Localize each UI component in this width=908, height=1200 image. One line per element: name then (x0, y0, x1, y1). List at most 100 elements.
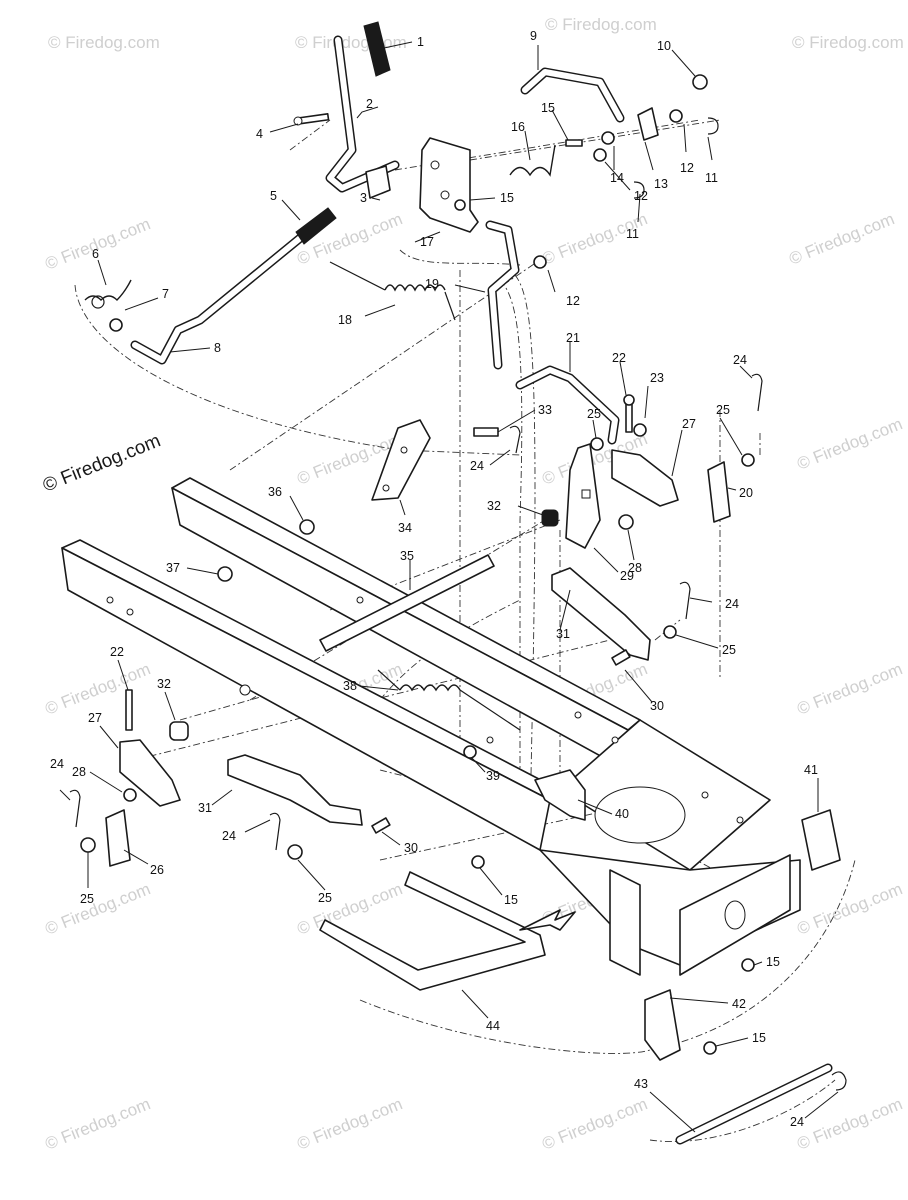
watermark: © Firedog.com (294, 1094, 405, 1153)
bracket-27b (119, 739, 181, 807)
washer-12b (593, 148, 607, 162)
hairpin-24f (831, 1071, 847, 1091)
watermark: © Firedog.com (294, 209, 405, 268)
watermark: © Firedog.com (794, 659, 905, 718)
callout: 27 (88, 711, 102, 725)
washer-12c (533, 255, 547, 269)
watermark: © Firedog.com (794, 879, 905, 938)
arm-31b (227, 754, 363, 826)
callout: 29 (620, 569, 634, 583)
callout: 12 (634, 189, 648, 203)
callout: 38 (343, 679, 357, 693)
washer-36 (299, 519, 315, 535)
hairpin-24b (509, 425, 521, 454)
callout: 11 (626, 227, 639, 241)
bolt-15 (565, 139, 583, 147)
callout: 7 (162, 287, 169, 301)
callout: 13 (654, 177, 668, 191)
watermark: © Firedog.com (295, 33, 407, 52)
callout: 28 (628, 561, 642, 575)
bracket-17 (419, 137, 479, 233)
callout: 21 (566, 331, 580, 345)
callout: 40 (615, 807, 629, 821)
watermark: © Firedog.com (42, 659, 153, 718)
cross-shaft-35 (319, 554, 495, 652)
watermark: © Firedog.com (48, 33, 160, 52)
callout: 25 (716, 403, 730, 417)
callout: 20 (739, 486, 753, 500)
spring-16 (509, 144, 556, 177)
callout: 15 (752, 1031, 766, 1045)
callout: 8 (214, 341, 221, 355)
spring-6 (84, 279, 132, 309)
nut-10 (692, 74, 708, 90)
callout: 12 (566, 294, 580, 308)
callout: 30 (404, 841, 418, 855)
watermark: © Firedog.com (539, 1094, 650, 1153)
callout: 15 (504, 893, 518, 907)
hairpin-24 (751, 373, 763, 412)
watermark: © Firedog.com (42, 1094, 153, 1153)
rod-19 (485, 220, 520, 370)
washer-25b (741, 453, 755, 467)
bracket-42 (644, 989, 681, 1061)
callout: 23 (650, 371, 664, 385)
callout: 2 (366, 97, 373, 111)
callout: 32 (157, 677, 171, 691)
callout: 3 (360, 191, 367, 205)
callout: 27 (682, 417, 696, 431)
callout: 37 (166, 561, 180, 575)
bracket-29 (565, 443, 601, 549)
plate-13 (637, 107, 659, 141)
callout: 28 (72, 765, 86, 779)
callout: 32 (487, 499, 501, 513)
plate-20 (707, 461, 731, 523)
callout-labels: 1 2 3 4 5 6 7 8 9 10 11 12 12 12 13 14 1… (50, 29, 818, 1129)
callout: 15 (766, 955, 780, 969)
callout: 5 (270, 189, 277, 203)
hairpin-24e (269, 812, 281, 851)
bracket-41 (801, 809, 841, 871)
arrow-44 (519, 909, 576, 931)
bolt-15d (741, 958, 755, 972)
bolt-15e (703, 1041, 717, 1055)
rod-43 (675, 1063, 833, 1145)
washer-25 (590, 437, 604, 451)
callout: 25 (80, 892, 94, 906)
bolt-22-head (623, 394, 635, 406)
nut-28 (618, 514, 634, 530)
callout: 24 (733, 353, 747, 367)
watermark: © Firedog.com (794, 1094, 905, 1153)
callout: 22 (612, 351, 626, 365)
callout: 31 (556, 627, 570, 641)
callout: 42 (732, 997, 746, 1011)
pin-11 (707, 117, 719, 135)
nut-39 (463, 745, 477, 759)
callout: 25 (318, 891, 332, 905)
nut-14 (601, 131, 615, 145)
callout: 4 (256, 127, 263, 141)
watermark: © Firedog.com (792, 33, 904, 52)
bolt-15c (471, 855, 485, 869)
bushing-32b (169, 721, 189, 741)
callout: 34 (398, 521, 412, 535)
washer-7 (109, 318, 123, 332)
watermark: © Firedog.com (42, 214, 153, 273)
washer-12 (669, 109, 683, 123)
callout: 24 (470, 459, 484, 473)
callout: 1 (417, 35, 424, 49)
callout: 24 (222, 829, 236, 843)
watermark: © Firedog.com (42, 879, 153, 938)
plate-26 (105, 809, 131, 867)
callout: 15 (500, 191, 514, 205)
watermark: © Firedog.com (786, 209, 897, 268)
bar-44 (319, 871, 546, 991)
bolt-22b (125, 689, 133, 731)
watermark: © Firedog.com (545, 15, 657, 34)
callout: 10 (657, 39, 671, 53)
bracket-34 (371, 419, 431, 501)
bushing-32 (541, 509, 559, 527)
rod-21 (515, 365, 620, 445)
lever-8 (130, 207, 337, 365)
nut-23 (633, 423, 647, 437)
